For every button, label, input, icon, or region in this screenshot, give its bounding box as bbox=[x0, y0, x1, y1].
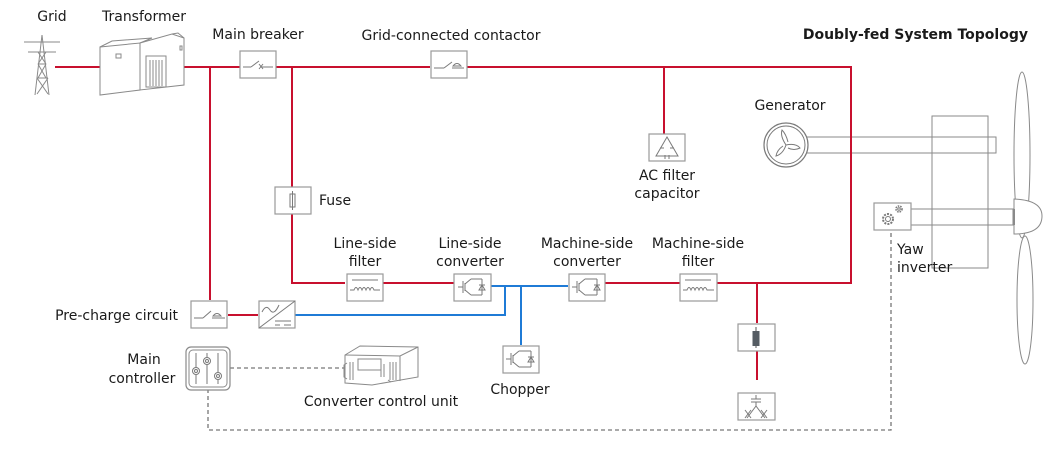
rectifier-icon bbox=[258, 300, 296, 329]
circuit-breaker-icon bbox=[243, 60, 273, 70]
grid-connected-contactor[interactable] bbox=[430, 50, 468, 79]
line-side-converter-label-line2: converter bbox=[436, 254, 504, 270]
crowbar-resistor[interactable] bbox=[737, 323, 776, 352]
line-side-filter-label-line1: Line-side bbox=[334, 236, 397, 252]
igbt-icon bbox=[458, 278, 486, 296]
hub-nose bbox=[1013, 198, 1043, 235]
nacelle-outline bbox=[931, 115, 989, 269]
chopper-label: Chopper bbox=[490, 382, 550, 398]
main-controller-label-line2: controller bbox=[109, 371, 176, 387]
ac-filter-capacitor-label-line2: capacitor bbox=[634, 186, 699, 202]
machine-side-converter-label-line2: converter bbox=[553, 254, 621, 270]
inductor-icon bbox=[683, 279, 714, 292]
machine-side-filter-label-line1: Machine-side bbox=[652, 236, 744, 252]
hub-shaft bbox=[909, 208, 1014, 226]
inductor-icon bbox=[350, 279, 380, 292]
yaw-inverter-label-line2: inverter bbox=[897, 260, 953, 276]
grid-label: Grid bbox=[37, 9, 66, 25]
diagram-title: Doubly-fed System Topology bbox=[803, 27, 1028, 43]
igbt-icon bbox=[506, 350, 535, 368]
capacitor-bank-icon bbox=[655, 136, 679, 159]
transformer-cabinet-icon bbox=[99, 32, 185, 96]
chopper[interactable] bbox=[502, 345, 540, 374]
ac-lines bbox=[55, 66, 852, 380]
rectifier-to-dc-link-line bbox=[295, 286, 506, 316]
pre-charge-contactor[interactable] bbox=[190, 300, 228, 329]
yaw-inverter-label-line1: Yaw bbox=[896, 242, 924, 258]
contactor-icon bbox=[194, 310, 225, 319]
labels: Doubly-fed System Topology Grid Transfor… bbox=[37, 9, 1028, 410]
fuse[interactable] bbox=[274, 186, 312, 215]
controller-to-yaw-link bbox=[207, 232, 892, 431]
line-side-filter-label-line2: filter bbox=[349, 254, 382, 270]
control-lines bbox=[207, 232, 892, 431]
yaw-inverter[interactable] bbox=[873, 202, 912, 231]
main-controller-label-line1: Main bbox=[127, 352, 160, 368]
pre-charge-circuit-label: Pre-charge circuit bbox=[55, 308, 178, 324]
generator-label: Generator bbox=[754, 98, 825, 114]
fuse-icon bbox=[289, 191, 296, 210]
machine-side-filter[interactable] bbox=[679, 273, 718, 302]
igbt-icon bbox=[572, 278, 601, 296]
transformer-label: Transformer bbox=[101, 9, 186, 25]
surge-capacitor[interactable] bbox=[737, 392, 776, 421]
dc-lines bbox=[295, 285, 568, 345]
converter-control-unit-label: Converter control unit bbox=[304, 394, 459, 410]
main-breaker[interactable] bbox=[239, 50, 277, 79]
converter-control-unit[interactable] bbox=[343, 345, 419, 386]
control-cabinet-icon bbox=[343, 358, 397, 383]
line-side-filter[interactable] bbox=[346, 273, 384, 302]
main-controller[interactable] bbox=[185, 346, 231, 391]
contactor-icon bbox=[434, 61, 464, 69]
blade-bottom bbox=[1016, 235, 1034, 365]
capacitor-star-icon bbox=[744, 395, 768, 419]
line-side-converter[interactable] bbox=[453, 273, 492, 302]
pre-charge-rectifier[interactable] bbox=[258, 300, 296, 329]
machine-side-converter-label-line1: Machine-side bbox=[541, 236, 633, 252]
slider-controls-icon bbox=[192, 353, 222, 384]
machine-side-converter[interactable] bbox=[568, 273, 606, 302]
generator[interactable] bbox=[763, 122, 997, 168]
blade-top bbox=[1013, 71, 1031, 239]
main-breaker-label: Main breaker bbox=[212, 27, 304, 43]
generator-shaft bbox=[789, 136, 997, 154]
grid-connected-contactor-label: Grid-connected contactor bbox=[362, 28, 541, 44]
line-side-converter-label-line1: Line-side bbox=[439, 236, 502, 252]
ac-filter-capacitor-label-line1: AC filter bbox=[639, 168, 695, 184]
resistor-icon bbox=[752, 327, 760, 348]
generator-icon bbox=[775, 129, 801, 157]
machine-side-filter-label-line2: filter bbox=[682, 254, 715, 270]
gears-icon bbox=[882, 205, 903, 225]
ac-filter-capacitor[interactable] bbox=[648, 133, 686, 162]
fuse-to-filter-line bbox=[291, 213, 345, 284]
fuse-label: Fuse bbox=[319, 193, 351, 209]
wind-turbine bbox=[909, 71, 1043, 365]
transmission-tower-icon bbox=[24, 34, 60, 96]
